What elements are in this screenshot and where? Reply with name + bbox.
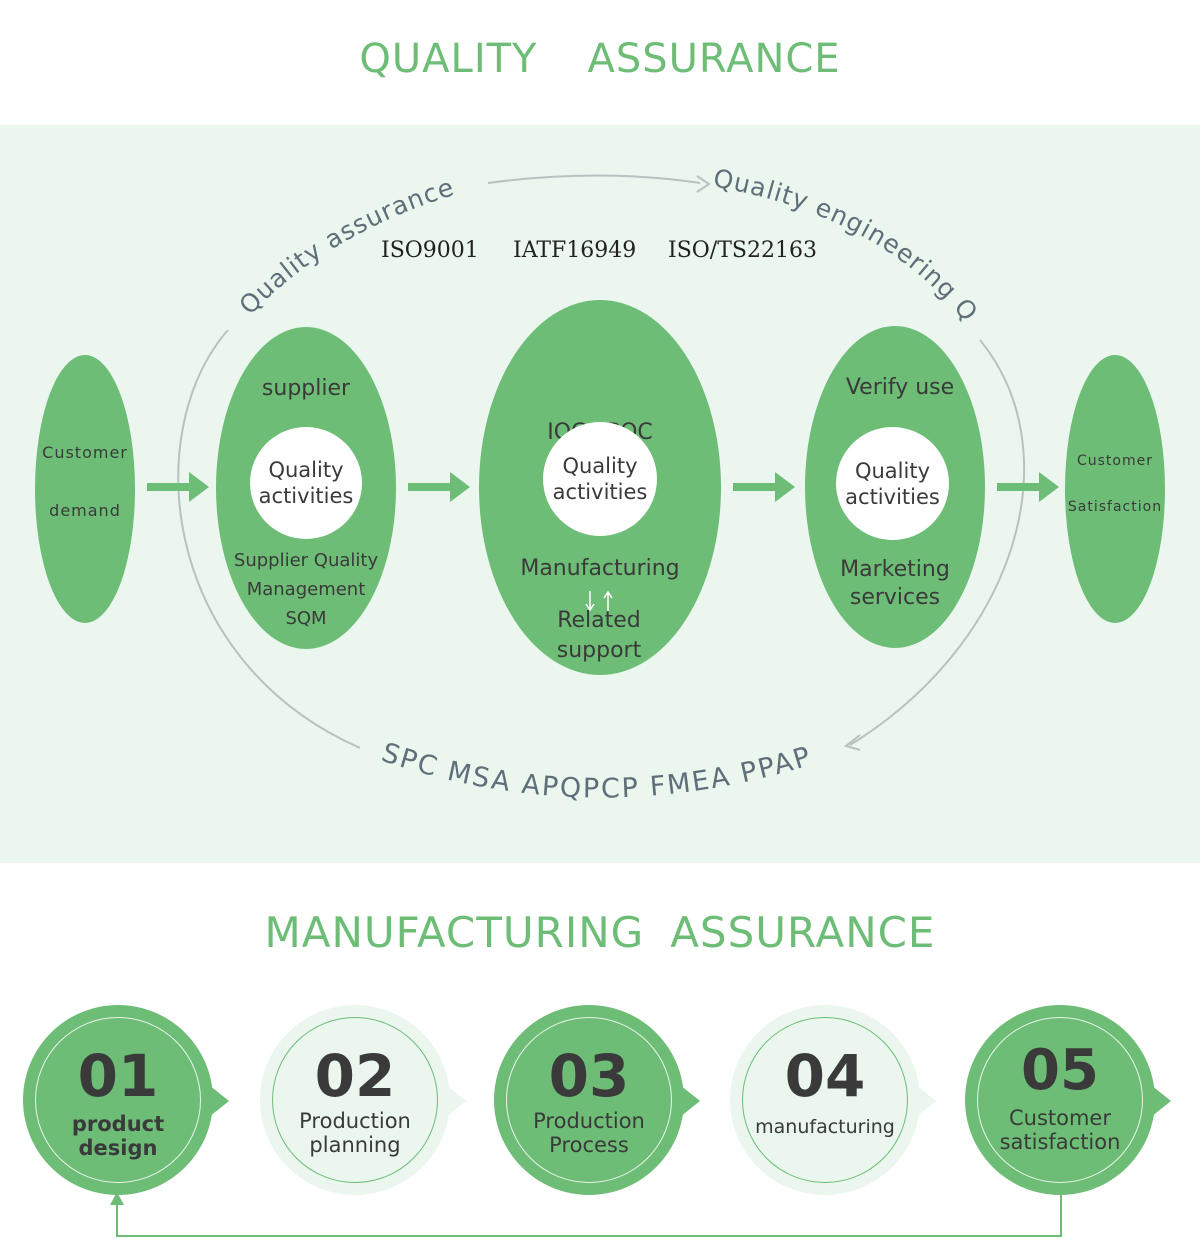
supplier-label: supplier [261,376,351,401]
cycle-arc-top [487,174,701,184]
exchange-arrows-icon [585,590,613,612]
step-ring [35,1017,201,1183]
customer-demand-label-2: demand [49,501,121,520]
cycle-arc-right [849,339,1026,746]
step-04: 04 manufacturing [730,1005,936,1195]
customer-satisfaction-label-2: Satisfaction [1067,499,1163,515]
flow-arrow-4 [997,472,1059,502]
standard-iso9001: ISO9001 [381,238,479,263]
step-number: 02 [314,1042,396,1110]
customer-satisfaction-oval [1065,355,1165,623]
customer-demand-oval [35,355,135,623]
standard-iso-ts22163: ISO/TS22163 [668,238,817,263]
step-ring [742,1017,908,1183]
arc-label-qc: Quality assurance QC [0,0,466,320]
step-pointer-icon [446,1085,466,1117]
flow-arrow-1 [147,472,209,502]
flow-arrow-2 [408,472,470,502]
quality-cycle-arcs: Quality assurance QC Quality engineering… [0,0,1026,805]
step-ring [977,1017,1143,1183]
cycle-arrowhead-bottom [843,734,861,751]
arc-label-qe: Quality engineering QE [0,0,984,327]
cycle-arc-left [177,329,361,749]
step-pointer-icon [1151,1085,1171,1117]
arc-label-tools: SPC MSA APQPCP FMEA PPAP [378,737,816,804]
flow-arrow-3 [733,472,795,502]
step-pointer-icon [680,1085,700,1117]
cycle-arrowhead-top [696,175,711,193]
step-number: 01 [77,1042,159,1110]
step-pointer-icon [916,1085,936,1117]
feedback-loop-line [110,1192,1062,1237]
step-pointer-icon [209,1085,229,1117]
step-number: 03 [548,1042,630,1110]
manufacturing-label: Manufacturing [520,556,680,581]
step-number: 05 [1021,1038,1099,1103]
verify-use-label: Verify use [845,375,955,400]
customer-demand-label-1: Customer [42,443,128,462]
step-ring [506,1017,672,1183]
step-ring [272,1017,438,1183]
customer-satisfaction-label-1: Customer [1076,453,1153,469]
step-label: manufacturing [755,1116,895,1138]
standard-iatf16949: IATF16949 [513,238,637,263]
step-number: 04 [784,1042,866,1110]
